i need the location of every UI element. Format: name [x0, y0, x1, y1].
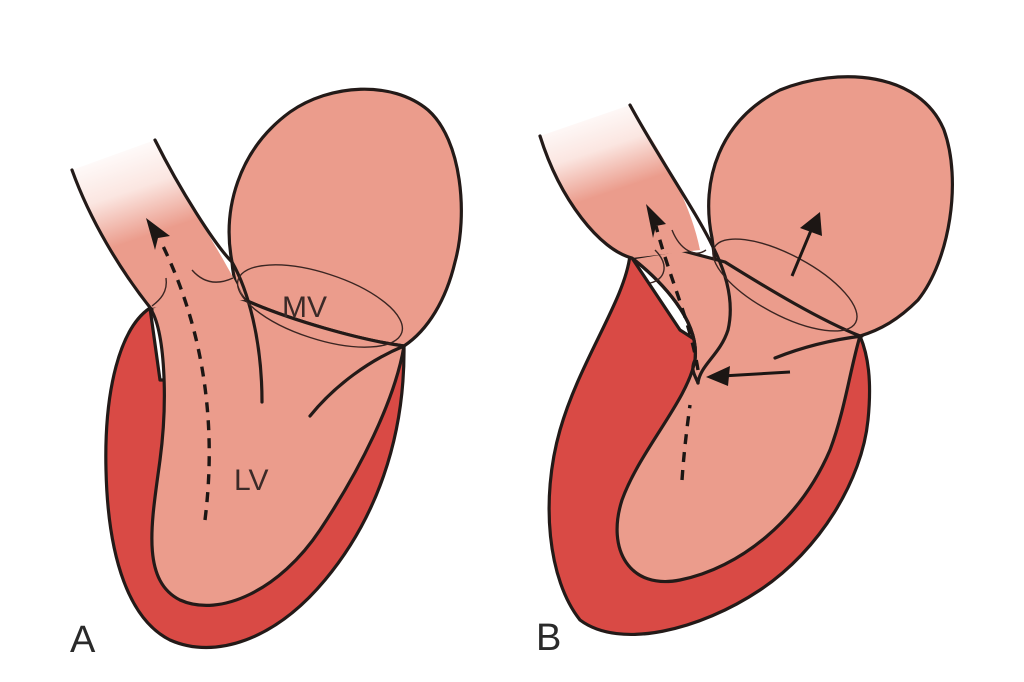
left-ventricle-cavity-a	[148, 288, 406, 607]
aorta-right-wall-b	[628, 103, 732, 385]
outflow-flow-arrow-b	[654, 225, 700, 371]
aorta-left-wall-a	[70, 168, 154, 312]
leaflet-motion-arrow-b	[721, 370, 791, 378]
panel-label-b: B	[536, 617, 561, 659]
aorta-a	[72, 140, 245, 308]
panel-a: MV LV A	[70, 87, 463, 661]
aortic-cusp-right-a	[191, 269, 234, 283]
aortic-cusp-right-b	[671, 229, 707, 254]
arrowhead-icon	[706, 366, 730, 386]
arrowhead-icon	[646, 204, 666, 238]
mitral-leaflet-b	[773, 334, 864, 360]
outflow-dashed-tail-b	[680, 404, 692, 481]
mitral-leaflet-a	[308, 344, 406, 418]
aortic-cusp-left-b	[649, 249, 665, 284]
panel-label-a: A	[70, 619, 96, 661]
aorta-right-wall-a	[153, 138, 264, 404]
arrowhead-icon	[146, 218, 170, 250]
outflow-flow-arrow-a	[158, 239, 211, 521]
atrium-flow-arrow-b	[790, 227, 814, 277]
aorta-left-wall-b	[538, 134, 700, 385]
panel-b: B	[536, 75, 954, 659]
arrowhead-icon	[800, 212, 822, 236]
aortic-cusp-left-a	[151, 277, 167, 307]
mitral-valve-label: MV	[282, 291, 327, 324]
left-ventricle-label: LV	[234, 464, 268, 497]
mitral-valve-annulus-a	[236, 264, 404, 348]
